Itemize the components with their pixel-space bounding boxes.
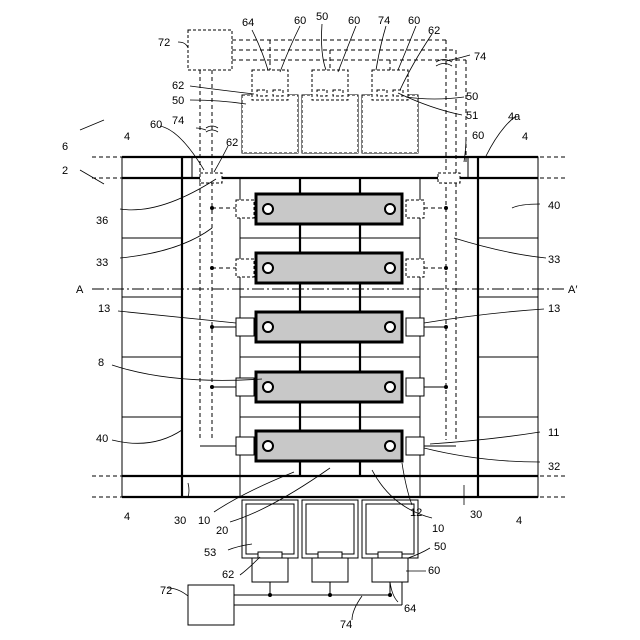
battery-8 <box>256 253 402 283</box>
label-62-top: 62 <box>428 25 440 37</box>
upper-units-50 <box>242 70 418 153</box>
right-rack-40 <box>468 157 538 497</box>
label-50-bottom: 50 <box>434 541 446 553</box>
label-50-top: 50 <box>316 11 328 23</box>
battery-row-1 <box>210 194 448 224</box>
label-64-bottom: 64 <box>404 603 416 615</box>
battery-8 <box>256 372 402 402</box>
battery-8 <box>256 194 402 224</box>
label-33-left: 33 <box>96 257 108 269</box>
label-8: 8 <box>98 357 104 369</box>
label-74-right-top: 74 <box>474 51 486 63</box>
label-62-bottom: 62 <box>222 569 234 581</box>
label-60-left: 60 <box>150 119 162 131</box>
label-20: 20 <box>216 525 228 537</box>
label-10-left: 10 <box>198 515 210 527</box>
label-60-bottom: 60 <box>428 565 440 577</box>
label-13-right: 13 <box>548 303 560 315</box>
label-10-right: 10 <box>432 523 444 535</box>
label-30-left: 30 <box>174 515 186 527</box>
control-box-72-top <box>188 30 232 70</box>
label-13-left: 13 <box>98 303 110 315</box>
label-50-left: 50 <box>172 95 184 107</box>
label-72-top: 72 <box>158 37 170 49</box>
label-33-right: 33 <box>548 254 560 266</box>
control-box-72-bottom <box>188 585 234 625</box>
label-53: 53 <box>204 547 216 559</box>
battery-row-3 <box>210 312 448 342</box>
label-11: 11 <box>548 427 559 439</box>
battery-row-4 <box>210 372 448 402</box>
lower-units-50 <box>242 500 418 582</box>
label-51: 51 <box>466 110 478 122</box>
label-74-left: 74 <box>172 115 184 127</box>
label-a-right: A′ <box>568 284 577 296</box>
label-4-bottom-left: 4 <box>124 511 130 523</box>
battery-8 <box>256 431 402 461</box>
label-4a: 4a <box>508 111 521 123</box>
label-64-top: 64 <box>242 17 254 29</box>
label-50-right: 50 <box>466 91 478 103</box>
label-60-top-3: 60 <box>408 15 420 27</box>
label-40-right: 40 <box>548 200 560 212</box>
label-62-mid: 62 <box>226 137 238 149</box>
label-60-right: 60 <box>472 130 484 142</box>
label-2: 2 <box>62 165 68 177</box>
label-60-top-1: 60 <box>294 15 306 27</box>
lower-wiring <box>234 582 402 605</box>
label-36: 36 <box>96 215 108 227</box>
label-62-left: 62 <box>172 80 184 92</box>
label-a-left: A <box>76 284 84 296</box>
battery-rows <box>200 194 456 461</box>
label-40-left: 40 <box>96 433 108 445</box>
left-rack-40 <box>122 157 192 497</box>
label-4-top-left: 4 <box>124 131 130 143</box>
label-4-bottom-right: 4 <box>516 515 522 527</box>
label-4-top-right: 4 <box>522 131 528 143</box>
label-6: 6 <box>62 141 68 153</box>
label-30-right: 30 <box>470 509 482 521</box>
battery-8 <box>256 312 402 342</box>
label-74-bottom: 74 <box>340 619 352 631</box>
label-12: 12 <box>410 507 422 519</box>
label-32: 32 <box>548 461 560 473</box>
label-74-top: 74 <box>378 15 390 27</box>
battery-row-2 <box>210 253 448 283</box>
label-60-top-2: 60 <box>348 15 360 27</box>
label-72-bottom: 72 <box>160 585 172 597</box>
battery-row-5 <box>200 431 456 461</box>
